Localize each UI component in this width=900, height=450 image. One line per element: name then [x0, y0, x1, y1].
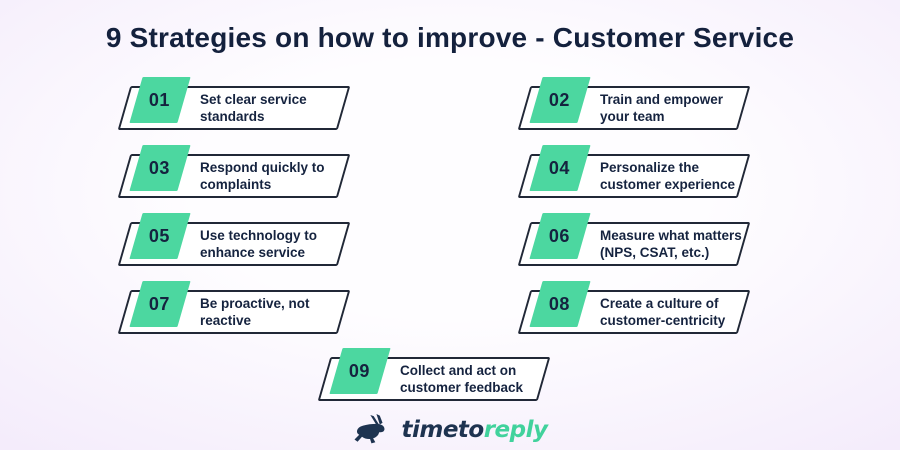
strategy-text: Measure what matters(NPS, CSAT, etc.): [600, 228, 742, 260]
page-title: 9 Strategies on how to improve - Custome…: [105, 22, 795, 53]
timetoreply-logo: timetoreply: [0, 413, 900, 446]
logo-text-accent: reply: [483, 416, 548, 443]
strategy-item-6: 06 Measure what matters(NPS, CSAT, etc.): [517, 213, 751, 266]
strategy-number: 06: [549, 225, 571, 246]
strategy-number: 07: [149, 293, 171, 314]
strategy-number: 05: [149, 225, 171, 246]
logo-wordmark: timetoreply: [401, 416, 548, 443]
strategy-number: 01: [149, 89, 171, 110]
strategy-number: 02: [549, 89, 571, 110]
strategy-number: 08: [549, 293, 571, 314]
strategy-number: 03: [149, 157, 171, 178]
logo-text-primary: timeto: [401, 416, 484, 443]
rabbit-icon: [354, 413, 385, 444]
strategy-number: 04: [549, 157, 571, 178]
strategy-number: 09: [349, 360, 371, 381]
